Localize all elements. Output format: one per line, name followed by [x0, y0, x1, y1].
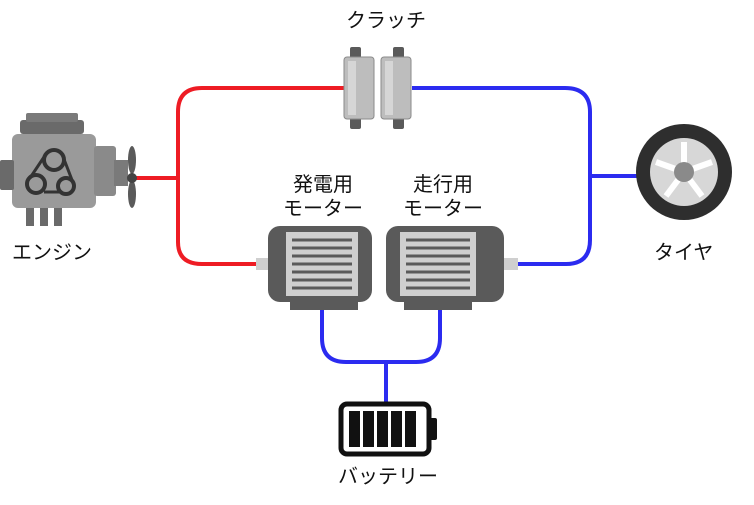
generator-motor-icon [256, 226, 372, 310]
clutch-label: クラッチ [346, 8, 426, 32]
tire-icon [636, 124, 732, 220]
drive-motor-label-line1: 走行用 [413, 172, 473, 196]
drive-motor-label: 走行用 モーター [398, 172, 488, 220]
clutch-to-tire-line [412, 86, 640, 178]
clutch-icon [343, 47, 412, 129]
motors-to-battery-line [320, 308, 442, 364]
generator-motor-label: 発電用 モーター [278, 172, 368, 220]
drive-motor-to-tire-line [515, 176, 592, 266]
battery-icon [338, 401, 437, 457]
tire-label: タイヤ [654, 240, 714, 264]
drive-motor-label-line2: モーター [403, 196, 483, 220]
engine-label: エンジン [12, 240, 92, 264]
engine-icon [0, 113, 137, 226]
engine-power-path [136, 86, 345, 266]
generator-motor-label-line2: モーター [283, 196, 363, 220]
engine-to-generator-line [176, 178, 262, 266]
electric-power-path [320, 86, 640, 402]
battery-label: バッテリー [338, 464, 438, 488]
engine-to-clutch-line [176, 86, 345, 178]
generator-motor-label-line1: 発電用 [293, 172, 353, 196]
drive-motor-icon [386, 226, 518, 310]
